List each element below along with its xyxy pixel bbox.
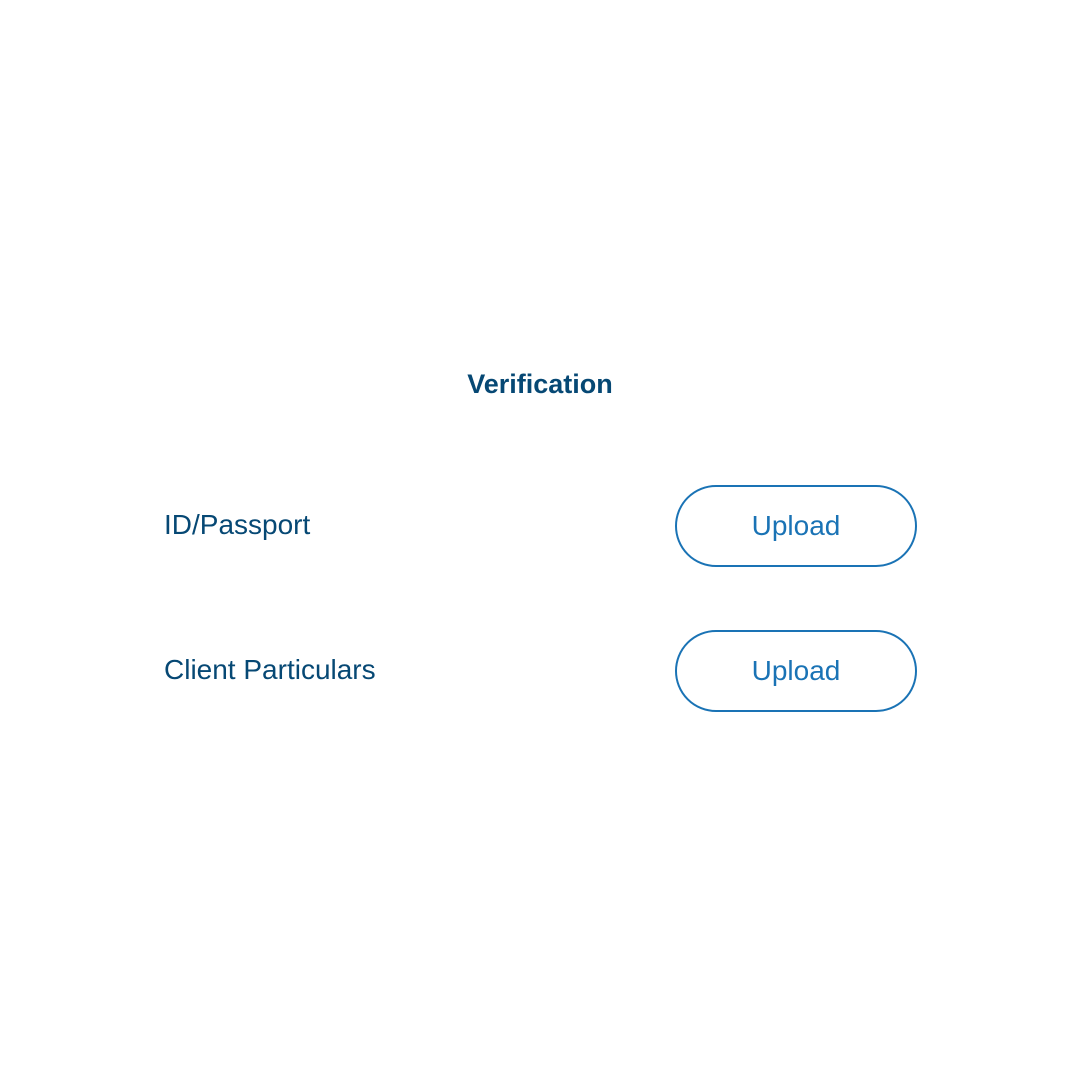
verification-row-id-passport: ID/Passport Upload	[164, 485, 917, 567]
id-passport-label: ID/Passport	[164, 509, 311, 540]
client-particulars-label: Client Particulars	[164, 654, 376, 685]
upload-id-passport-button[interactable]: Upload	[675, 485, 917, 567]
upload-client-particulars-button[interactable]: Upload	[675, 630, 917, 712]
verification-row-client-particulars: Client Particulars Upload	[164, 630, 917, 712]
page-title: Verification	[467, 369, 613, 399]
